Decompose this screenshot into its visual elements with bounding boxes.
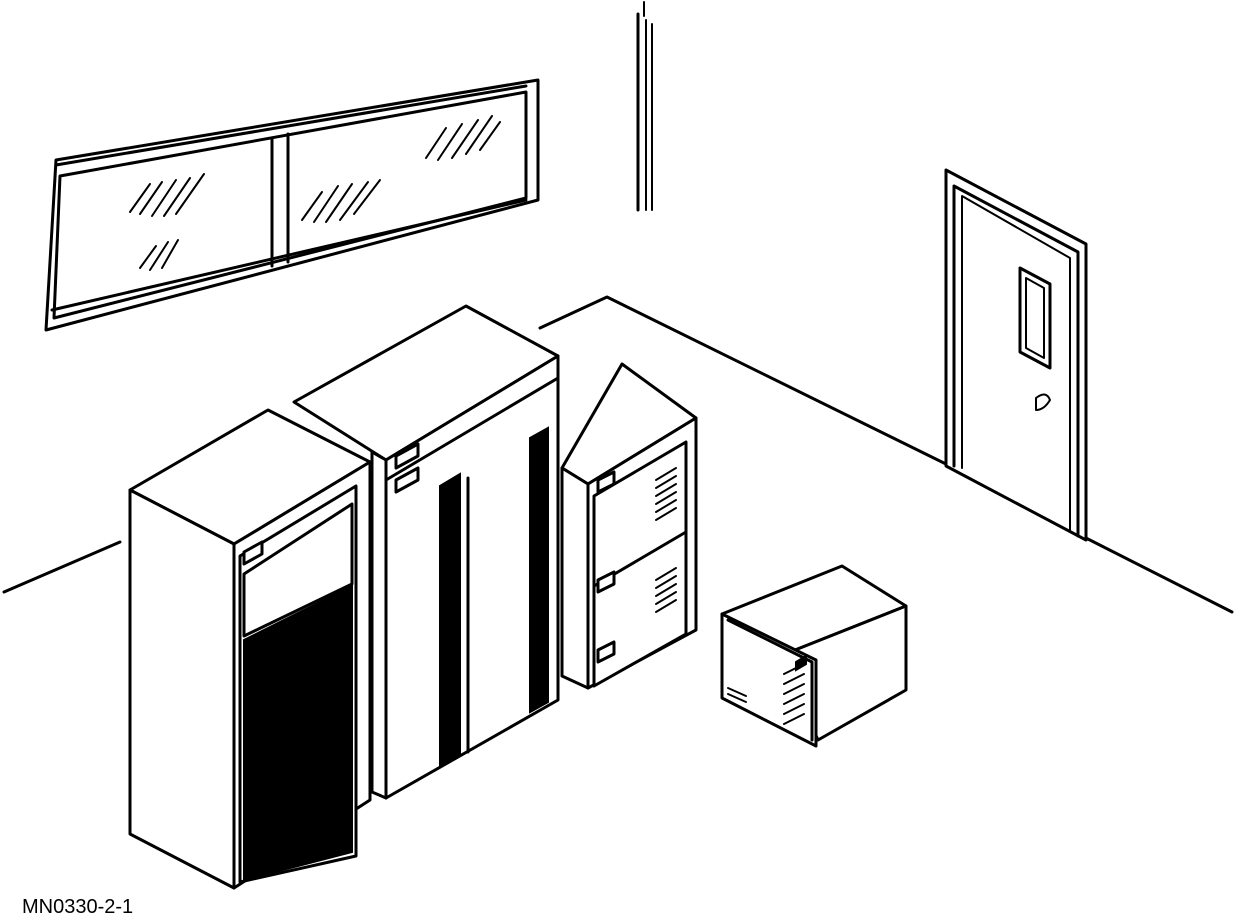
door <box>944 168 1088 542</box>
window <box>44 78 540 332</box>
cabinet-handle <box>394 466 420 494</box>
wall-corner-post <box>636 1 653 212</box>
cabinet-short <box>560 362 698 690</box>
cabinet-handle <box>394 442 420 470</box>
floor-unit <box>720 564 908 748</box>
door-window-slot <box>1018 266 1052 370</box>
cabinet-handle <box>242 540 264 566</box>
drawer-lower <box>592 530 688 688</box>
floor-lines <box>2 295 1234 614</box>
vent-grille <box>727 663 805 725</box>
figure-id-label: MN0330-2-1 <box>22 896 134 918</box>
door-handle-icon <box>1035 393 1051 411</box>
cabinet-tall-double <box>292 304 560 800</box>
window-glare <box>129 115 501 271</box>
vent-grille <box>655 467 677 613</box>
cabinet-tall-front <box>128 408 372 890</box>
